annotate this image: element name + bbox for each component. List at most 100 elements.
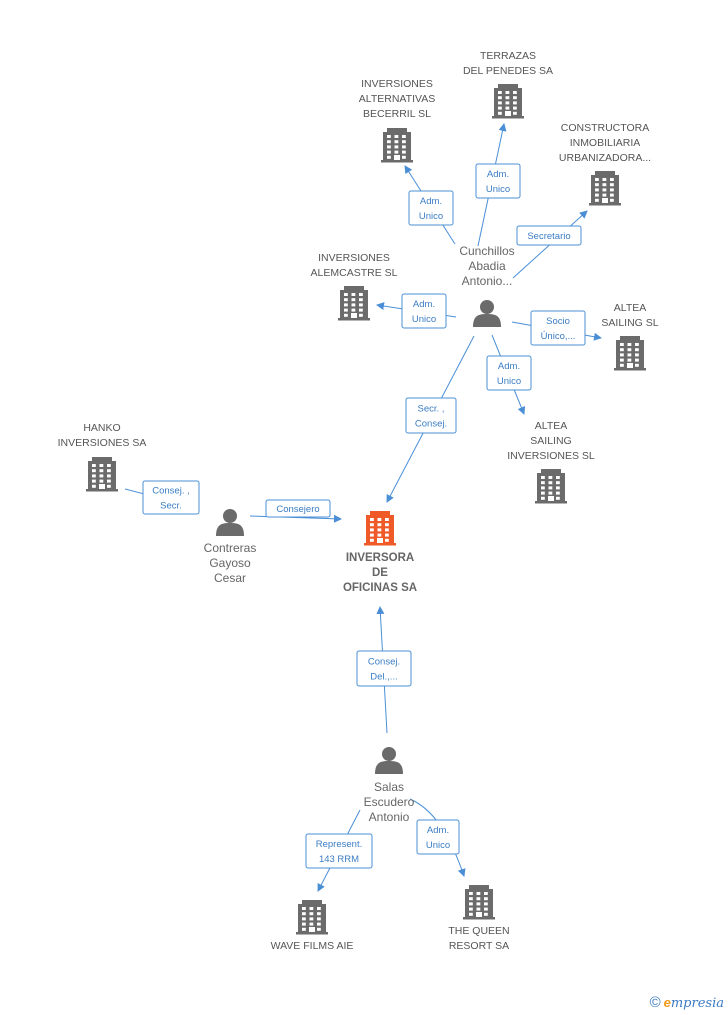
nodes: TERRAZAS DEL PENEDES SA INVERSIONES ALTERNA… xyxy=(58,50,659,952)
edge-label-text: Secr. xyxy=(160,501,182,512)
edge-e10[interactable]: Consej.Del.,... xyxy=(356,606,412,734)
edge-label-box[interactable] xyxy=(405,397,457,434)
edge-label-text: Consej. xyxy=(368,657,400,668)
node-label: Salas xyxy=(374,780,404,794)
edge-label-text: Unico xyxy=(419,211,443,222)
building-icon xyxy=(296,900,328,935)
node-label: Escudero xyxy=(364,795,415,809)
node-label: INVERSIONES SA xyxy=(58,437,147,449)
edge-e2[interactable]: Adm.Unico xyxy=(475,123,521,247)
node-label: DEL PENEDES SA xyxy=(463,65,553,77)
edge-label-box[interactable] xyxy=(401,293,447,329)
node-constructora[interactable]: CONSTRUCTORA INMOBILIARIA URBANIZADORA... xyxy=(559,122,651,206)
node-label: HANKO xyxy=(83,422,120,434)
edge-label-text: 143 RRM xyxy=(319,854,359,865)
node-label: SAILING xyxy=(530,435,571,447)
building-icon xyxy=(338,286,370,321)
node-label: TERRAZAS xyxy=(480,50,536,62)
edge-label-text: Socio xyxy=(546,316,570,327)
node-label: WAVE FILMS AIE xyxy=(271,940,354,952)
edge-label-text: Adm. xyxy=(413,299,435,310)
edge-e3[interactable]: Secretario xyxy=(512,210,588,279)
edge-label-text: Consej. xyxy=(415,419,447,430)
edge-e6[interactable]: Adm.Unico xyxy=(486,334,532,415)
node-inversora[interactable]: INVERSORA DE OFICINAS SA xyxy=(343,511,417,594)
node-label: DE xyxy=(372,567,388,579)
edge-label-text: Consejero xyxy=(276,504,319,515)
node-altea_inv[interactable]: ALTEA SAILING INVERSIONES SL xyxy=(507,420,595,504)
edge-label-text: Unico xyxy=(412,314,436,325)
node-hanko[interactable]: HANKO INVERSIONES SA xyxy=(58,422,147,492)
edge-label-box[interactable] xyxy=(516,225,582,246)
node-label: Antonio... xyxy=(462,274,513,288)
building-icon xyxy=(86,457,118,492)
node-label: ALTEA xyxy=(535,420,567,432)
edge-e4[interactable]: Adm. Unico xyxy=(376,293,457,329)
edge-label-box[interactable] xyxy=(486,355,532,391)
empresia-logo-text: mpresia xyxy=(670,996,724,1011)
edge-label-text: Adm. xyxy=(498,361,520,372)
edge-e9[interactable]: Consejero xyxy=(249,499,342,523)
edge-label-box[interactable] xyxy=(265,499,331,518)
edge-e7[interactable]: Secr. , Consej. xyxy=(386,335,475,503)
node-label: Cunchillos xyxy=(459,244,514,258)
edge-label-box[interactable] xyxy=(356,650,412,687)
node-label: Contreras xyxy=(204,541,257,555)
node-label: INVERSORA xyxy=(346,552,414,564)
building-icon xyxy=(381,128,413,163)
edge-label-text: Unico xyxy=(426,840,450,851)
node-label: INVERSIONES xyxy=(318,252,390,264)
node-label: OFICINAS SA xyxy=(343,582,417,594)
edge-e12[interactable]: Adm. Unico xyxy=(409,798,466,877)
node-label: INVERSIONES xyxy=(361,78,433,90)
edge-e1[interactable]: Adm. Unico xyxy=(404,165,456,245)
node-cunchillos[interactable]: CunchillosAbadiaAntonio... xyxy=(459,244,515,327)
empresia-logo-initial: e xyxy=(663,995,671,1010)
person-icon xyxy=(375,747,403,774)
building-icon xyxy=(364,511,396,546)
node-label: THE QUEEN xyxy=(448,925,509,937)
node-label: SAILING SL xyxy=(601,317,658,329)
node-label: Antonio xyxy=(369,810,410,824)
edge-e5[interactable]: SocioÚnico,... xyxy=(511,310,602,346)
edge-label-text: Único,... xyxy=(541,331,576,342)
node-terrazas[interactable]: TERRAZAS DEL PENEDES SA xyxy=(463,50,553,119)
edge-label-box[interactable] xyxy=(416,819,460,855)
footer-brand[interactable]: ©empresia xyxy=(650,994,724,1011)
edge-label-box[interactable] xyxy=(305,833,373,869)
person-icon xyxy=(216,509,244,536)
building-icon xyxy=(492,84,524,119)
edge-e8[interactable]: Consej. , Secr. xyxy=(124,480,200,515)
building-icon xyxy=(589,171,621,206)
node-label: CONSTRUCTORA xyxy=(561,122,649,134)
building-icon xyxy=(463,885,495,920)
edge-label-text: Secr. , xyxy=(418,404,445,415)
edge-label-box[interactable] xyxy=(408,190,454,226)
edge-label-text: Consej. , xyxy=(152,486,190,497)
edge-label-text: Adm. xyxy=(487,169,509,180)
node-label: Gayoso xyxy=(209,556,251,570)
edge-label-box[interactable] xyxy=(142,480,200,515)
edge-label-box[interactable] xyxy=(530,310,586,346)
node-wave[interactable]: WAVE FILMS AIE xyxy=(271,900,354,952)
node-label: ALTERNATIVAS xyxy=(359,93,435,105)
copyright-symbol: © xyxy=(649,994,661,1011)
node-label: URBANIZADORA... xyxy=(559,152,651,164)
edge-label-text: Adm. xyxy=(420,196,442,207)
building-icon xyxy=(535,469,567,504)
edge-e11[interactable]: Represent. 143 RRM xyxy=(305,809,373,892)
node-label: INMOBILIARIA xyxy=(570,137,641,149)
node-label: INVERSIONES SL xyxy=(507,450,595,462)
edge-label-text: Adm. xyxy=(427,825,449,836)
node-queen[interactable]: THE QUEEN RESORT SA xyxy=(448,885,510,952)
edge-label-text: Represent. xyxy=(316,839,362,850)
node-label: RESORT SA xyxy=(449,940,509,952)
edge-label-box[interactable] xyxy=(475,163,521,199)
